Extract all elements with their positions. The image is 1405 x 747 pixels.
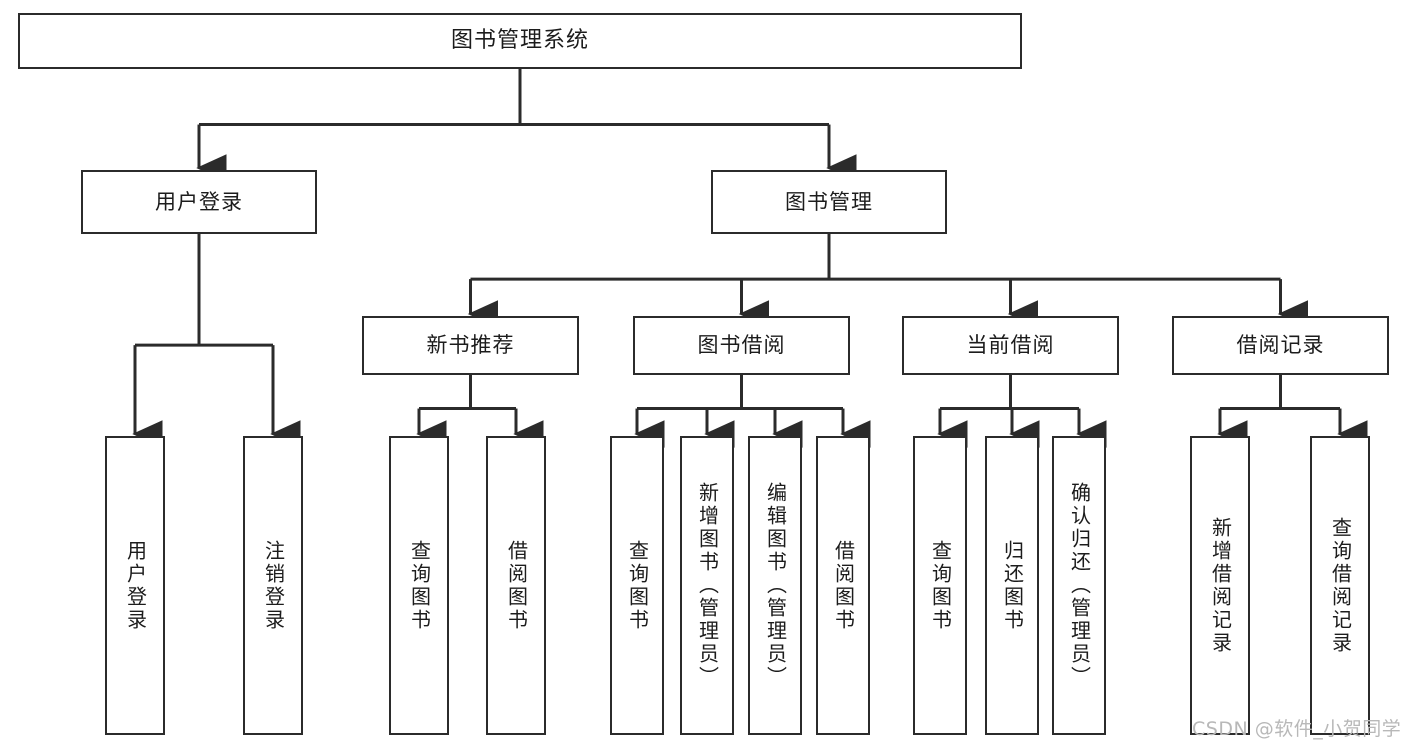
node-label: 图书管理系统: [450, 28, 589, 54]
node-label: 查询图书: [625, 539, 650, 632]
node-n-new-book-rec: 新书推荐: [362, 316, 579, 375]
node-label: 查询借阅记录: [1328, 516, 1353, 655]
node-l-br-query-record: 查询借阅记录: [1310, 436, 1370, 735]
node-l-bb-query-book: 查询图书: [610, 436, 664, 735]
node-l-user-logout: 注销登录: [243, 436, 303, 735]
node-l-rec-borrow-book: 借阅图书: [486, 436, 546, 735]
node-label: 查询图书: [407, 539, 432, 632]
node-label: 注销登录: [261, 539, 286, 632]
node-root: 图书管理系统: [18, 13, 1022, 69]
node-l-rec-query-book: 查询图书: [389, 436, 449, 735]
node-label: 借阅记录: [1236, 333, 1325, 358]
node-label: 借阅图书: [504, 539, 529, 632]
node-label: 新书推荐: [426, 333, 515, 358]
node-label: 图书借阅: [697, 333, 786, 358]
node-l-cb-return-book: 归还图书: [985, 436, 1039, 735]
node-n-user-login: 用户登录: [81, 170, 317, 234]
node-label: 新增借阅记录: [1208, 516, 1233, 655]
node-label: 编辑图书（管理员）: [763, 482, 788, 689]
node-n-book-mgmt: 图书管理: [711, 170, 947, 234]
node-label: 当前借阅: [966, 333, 1055, 358]
node-l-bb-edit-book: 编辑图书（管理员）: [748, 436, 802, 735]
node-n-borrow-record: 借阅记录: [1172, 316, 1389, 375]
node-label: 借阅图书: [831, 539, 856, 632]
node-n-book-borrow: 图书借阅: [633, 316, 850, 375]
node-l-br-add-record: 新增借阅记录: [1190, 436, 1250, 735]
node-l-bb-borrow-book: 借阅图书: [816, 436, 870, 735]
node-l-bb-add-book: 新增图书（管理员）: [680, 436, 734, 735]
node-label: 用户登录: [123, 539, 148, 632]
node-l-user-login: 用户登录: [105, 436, 165, 735]
node-label: 图书管理: [785, 189, 873, 214]
node-l-cb-query-book: 查询图书: [913, 436, 967, 735]
node-label: 新增图书（管理员）: [695, 482, 720, 689]
node-label: 查询图书: [928, 539, 953, 632]
node-label: 确认归还（管理员）: [1067, 482, 1092, 689]
node-label: 归还图书: [1000, 539, 1025, 632]
node-label: 用户登录: [155, 189, 243, 214]
node-l-cb-confirm-return: 确认归还（管理员）: [1052, 436, 1106, 735]
node-n-current-borrow: 当前借阅: [902, 316, 1119, 375]
